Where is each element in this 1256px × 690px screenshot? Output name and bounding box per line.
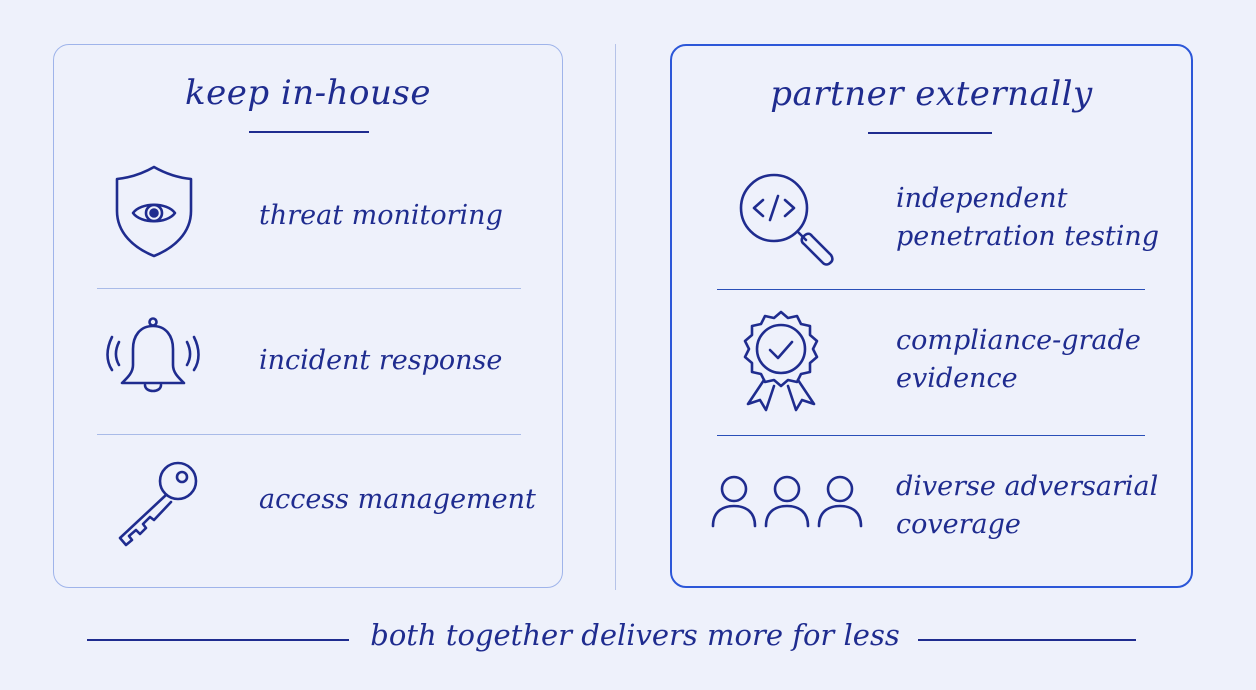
key-icon [100, 450, 210, 560]
item-incident-response: incident response [259, 345, 503, 376]
item-threat-monitoring: threat monitoring [259, 200, 503, 231]
panel-title: keep in-house [184, 73, 431, 113]
code-magnifier-icon [728, 166, 838, 276]
item-label-line: diverse adversarial [896, 471, 1159, 502]
item-label-line: penetration testing [896, 221, 1160, 252]
item-label-line: independent [896, 183, 1068, 214]
people-group-icon [708, 456, 868, 566]
partner-externally-panel: partner externally independent penetrati… [670, 44, 1193, 588]
row-divider [97, 288, 521, 289]
row-divider [717, 435, 1145, 436]
shield-eye-icon [100, 155, 210, 265]
award-badge-icon [728, 304, 838, 414]
title-underline [249, 131, 369, 133]
center-divider [615, 44, 616, 590]
row-divider [97, 434, 521, 435]
item-compliance-grade-evidence: compliance-grade evidence [896, 322, 1141, 398]
item-access-management: access management [259, 484, 536, 515]
item-independent-penetration-testing: independent penetration testing [896, 180, 1159, 256]
keep-in-house-panel: keep in-house threat monitoring incident… [53, 44, 563, 588]
item-label-line: compliance-grade [896, 325, 1141, 356]
panel-title: partner externally [770, 74, 1093, 114]
footer-line-left [87, 639, 349, 641]
title-underline [868, 132, 992, 134]
item-diverse-adversarial-coverage: diverse adversarial coverage [896, 468, 1158, 544]
item-label-line: evidence [896, 363, 1018, 394]
footer-line-right [918, 639, 1136, 641]
footer-text: both together delivers more for less [370, 618, 900, 652]
item-label-line: coverage [896, 509, 1021, 540]
row-divider [717, 289, 1145, 290]
bell-icon [100, 303, 210, 413]
